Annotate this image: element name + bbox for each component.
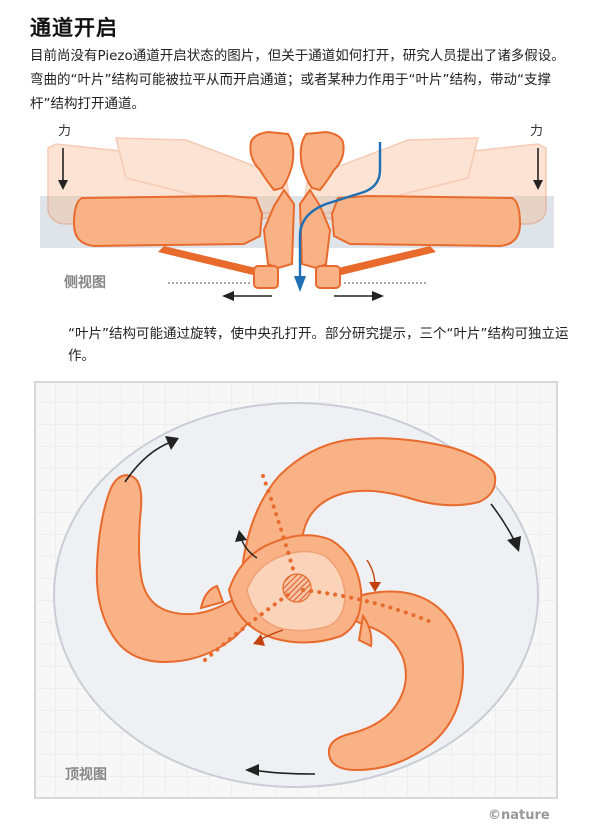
left-cap	[249, 130, 295, 192]
left-blade	[72, 194, 264, 248]
side-view-label: 侧视图	[62, 272, 108, 292]
intro-text: 目前尚没有Piezo通道开启状态的图片，但关于通道如何打开，研究人员提出了诸多假…	[30, 48, 565, 112]
nature-credit: ©nature	[488, 808, 550, 823]
rotation-arrow-bottom	[245, 764, 316, 776]
separation-arrow-left	[222, 291, 272, 301]
ion-path-arrow	[294, 142, 382, 292]
rotation-arrow-inner-top	[235, 530, 258, 559]
rotation-arrow-right	[490, 503, 521, 552]
beam-dotted-left	[203, 592, 291, 662]
beam-dotted-top	[261, 474, 297, 578]
force-arrow-right	[533, 148, 543, 190]
rotation-arrow-top-left	[124, 436, 179, 483]
right-beam	[333, 246, 436, 277]
rotation-arrow-inner-left	[253, 629, 284, 646]
central-pore	[282, 573, 312, 603]
force-label-left: 力	[58, 124, 72, 139]
caption-text: “叶片”结构可能通过旋转，使中央孔打开。部分研究提示，三个“叶片”结构可独立运作…	[68, 326, 569, 364]
force-arrow-left	[58, 148, 68, 190]
blade-right-bottom	[327, 590, 465, 772]
right-bottom-box	[315, 265, 341, 289]
page-title: 通道开启	[30, 16, 118, 40]
left-bottom-box	[253, 265, 279, 289]
force-label-right: 力	[530, 124, 544, 139]
beam-dotted-right	[301, 588, 433, 624]
separation-arrow-right	[334, 291, 384, 301]
top-view-diagram	[34, 381, 558, 799]
top-view-label: 顶视图	[63, 764, 109, 784]
rotation-arrow-inner-right	[366, 559, 381, 592]
side-view-diagram	[40, 130, 554, 301]
right-cap	[299, 130, 345, 192]
right-blade	[330, 194, 522, 248]
blade-left	[95, 474, 265, 664]
left-beam	[158, 246, 261, 277]
